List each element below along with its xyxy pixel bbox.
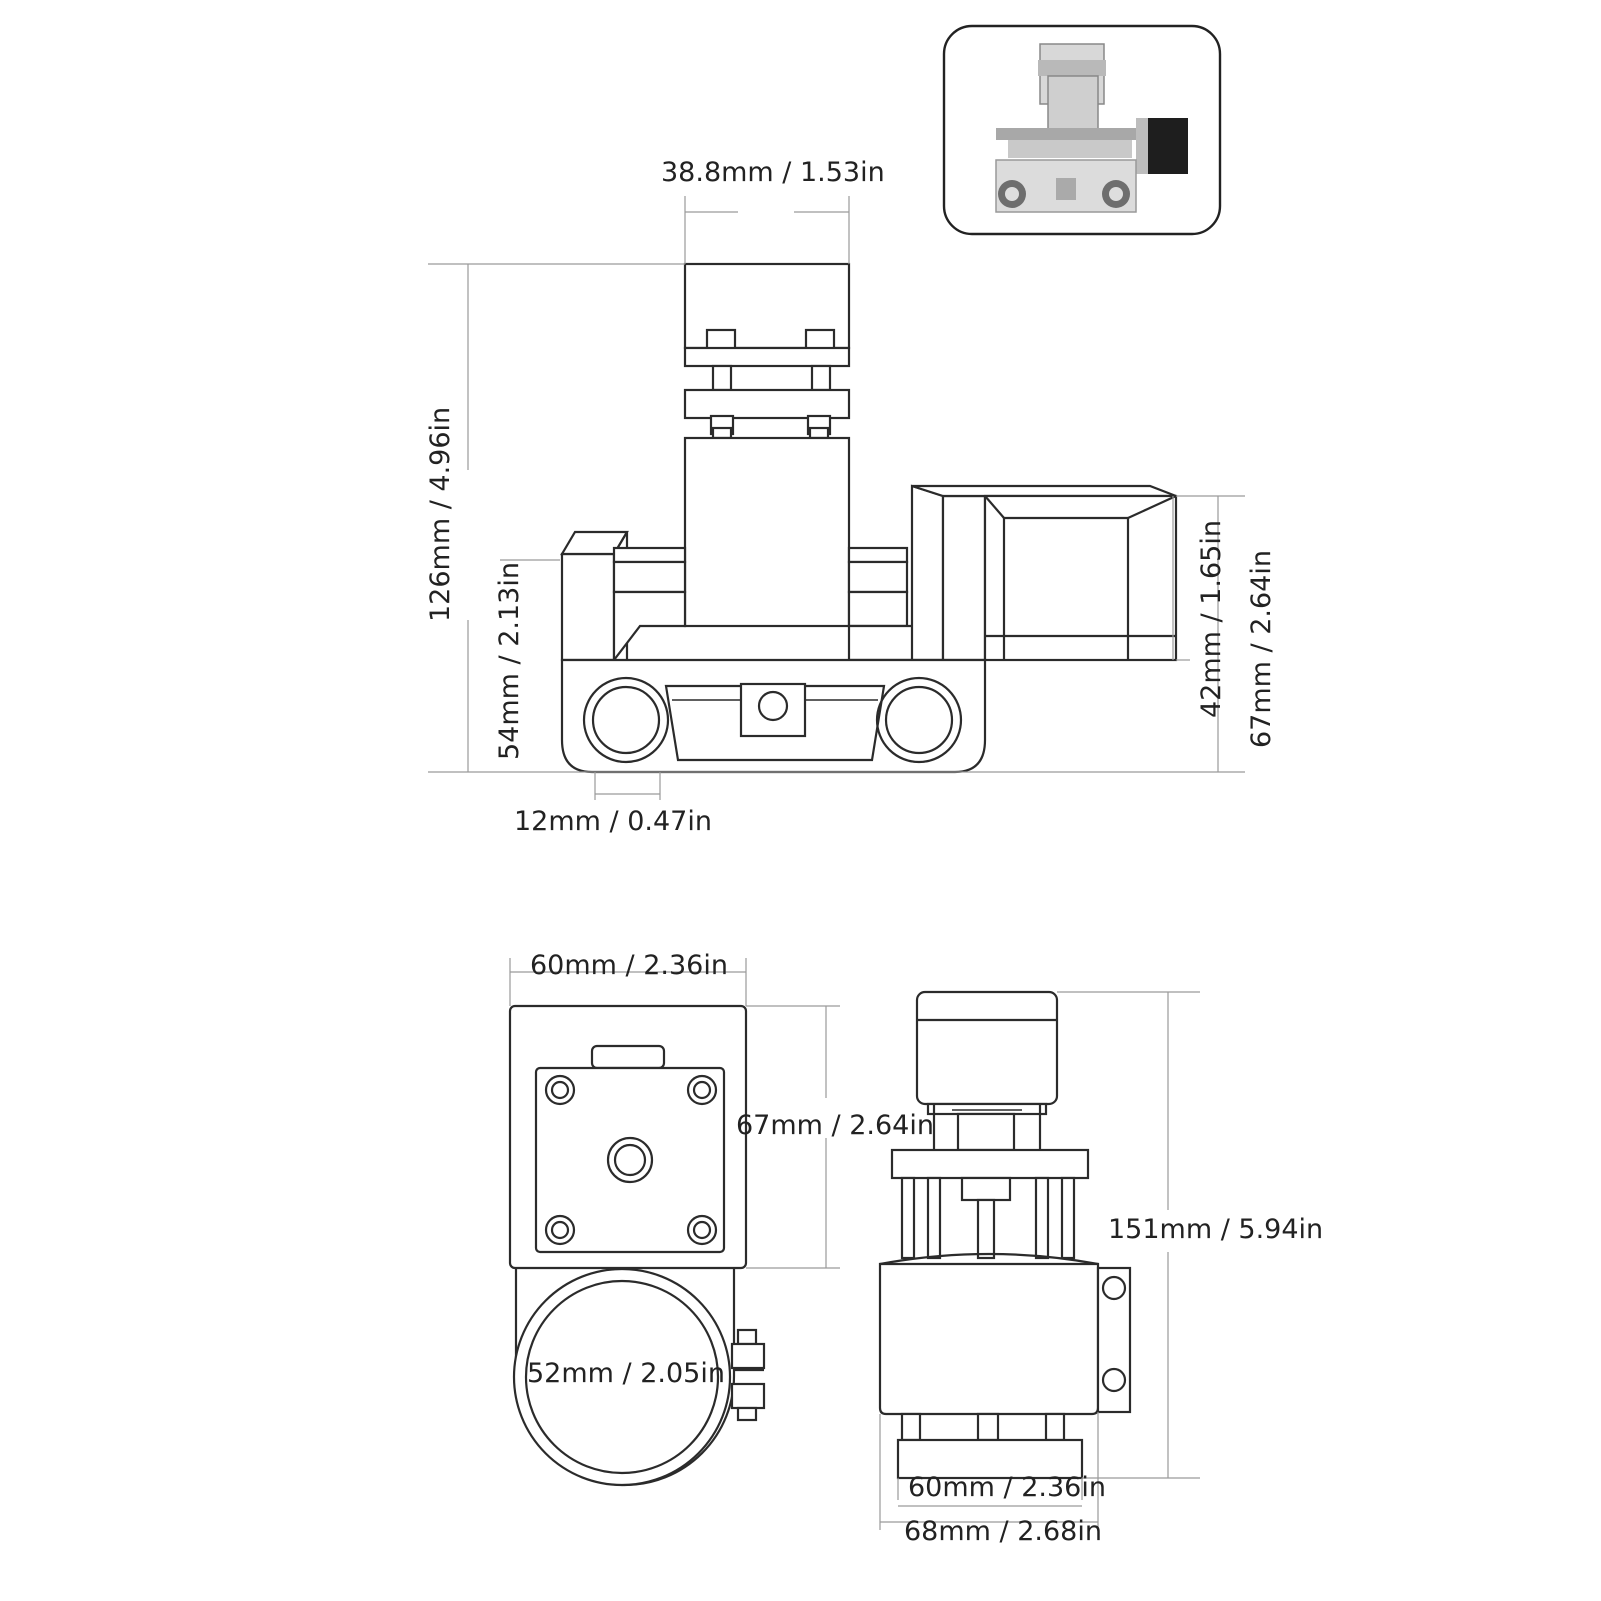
dim-label-side-height: 151mm / 5.94in (1108, 1214, 1323, 1245)
dim-label-outer-width: 68mm / 2.68in (904, 1516, 1102, 1547)
dim-label-base-height: 54mm / 2.13in (494, 562, 525, 760)
dim-label-inner-width: 60mm / 2.36in (908, 1472, 1106, 1503)
side-view-drawing (878, 990, 1132, 1480)
top-view-drawing (560, 262, 1178, 774)
top-view-labels: 38.8mm / 1.53in 126mm / 4.96in 54mm / 2.… (425, 157, 1277, 837)
dim-label-total-height: 126mm / 4.96in (425, 407, 456, 622)
dim-label-ring-diameter: 52mm / 2.05in (527, 1358, 725, 1389)
dim-label-front-width: 60mm / 2.36in (530, 950, 728, 981)
front-view-labels: 60mm / 2.36in 67mm / 2.64in 52mm / 2.05i… (527, 950, 934, 1389)
top-view-dimensions (428, 196, 1245, 800)
side-view-dimensions (879, 991, 1200, 1530)
dim-label-plate-height: 67mm / 2.64in (736, 1110, 934, 1141)
dim-label-side-height: 67mm / 2.64in (1246, 550, 1277, 748)
dim-label-hole-width: 12mm / 0.47in (514, 806, 712, 837)
front-view-drawing (508, 1004, 766, 1487)
dim-label-motor-height: 42mm / 1.65in (1196, 520, 1227, 718)
dim-label-top-width: 38.8mm / 1.53in (661, 157, 885, 188)
product-photo (942, 24, 1222, 236)
front-view-dimensions (509, 958, 840, 1269)
side-view-labels: 151mm / 5.94in 60mm / 2.36in 68mm / 2.68… (904, 1214, 1323, 1547)
